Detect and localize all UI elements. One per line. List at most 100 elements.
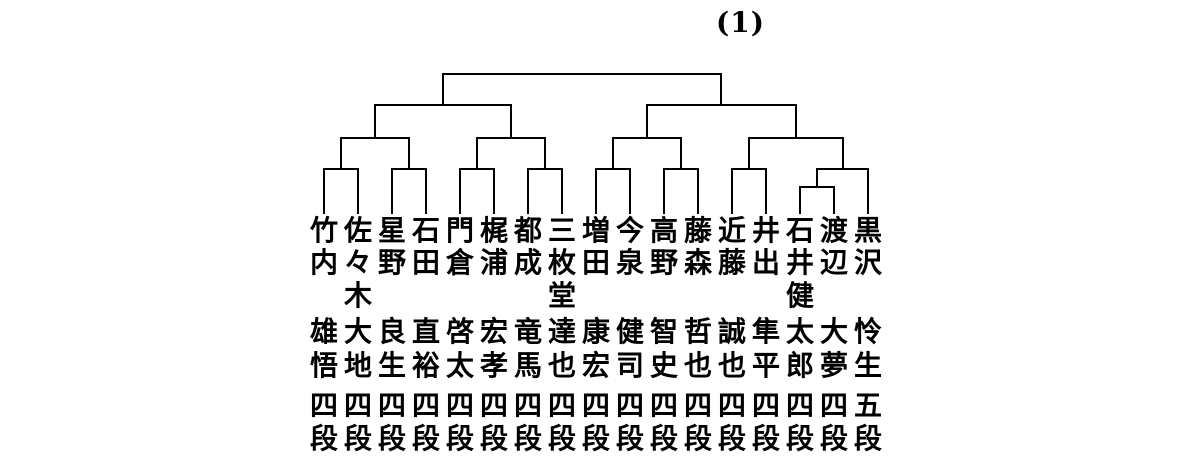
player-1-given-char: 雄 bbox=[309, 315, 338, 348]
player-3-surname-char: 野 bbox=[377, 246, 406, 279]
player-17-rank-char: 五 bbox=[853, 389, 882, 422]
player-6-surname-char: 浦 bbox=[479, 246, 508, 279]
bracket-line bbox=[493, 168, 495, 214]
player-15-surname-char: 井 bbox=[785, 246, 814, 279]
player-12-given-char: 哲 bbox=[683, 315, 712, 348]
player-13-surname-char: 藤 bbox=[717, 246, 746, 279]
player-3-given-char: 良 bbox=[377, 315, 406, 348]
player-2-surname-char: 佐 bbox=[343, 214, 372, 247]
bracket-line bbox=[391, 168, 393, 214]
player-12-given-char: 也 bbox=[683, 349, 712, 382]
player-11-surname-char: 野 bbox=[649, 246, 678, 279]
player-8-rank-char: 四 bbox=[547, 389, 576, 422]
player-10-rank-char: 段 bbox=[615, 422, 644, 455]
bracket-line bbox=[544, 137, 546, 170]
player-3-given-char: 生 bbox=[377, 349, 406, 382]
player-17-given-char: 生 bbox=[853, 349, 882, 382]
bracket-line bbox=[816, 168, 818, 188]
bracket-line bbox=[765, 168, 767, 214]
bracket-line bbox=[841, 137, 844, 170]
bracket-line bbox=[731, 168, 733, 214]
player-9-given-char: 宏 bbox=[581, 349, 610, 382]
player-14-surname-char: 井 bbox=[751, 214, 780, 247]
player-1-rank-char: 四 bbox=[309, 389, 338, 422]
player-10-given-char: 司 bbox=[615, 349, 644, 382]
player-1-surname-char: 内 bbox=[309, 246, 338, 279]
player-5-rank-char: 段 bbox=[445, 422, 474, 455]
player-13-given-char: 誠 bbox=[717, 315, 746, 348]
player-2-surname-char: 々 bbox=[343, 246, 372, 279]
player-11-rank-char: 段 bbox=[649, 422, 678, 455]
player-12-rank-char: 四 bbox=[683, 389, 712, 422]
bracket-line bbox=[595, 168, 597, 214]
player-2-rank-char: 段 bbox=[343, 422, 372, 455]
player-6-surname-char: 梶 bbox=[479, 214, 508, 247]
player-15-rank-char: 段 bbox=[785, 422, 814, 455]
player-10-surname-char: 今 bbox=[615, 214, 644, 247]
player-17-given-char: 怜 bbox=[853, 315, 882, 348]
player-16-rank-char: 四 bbox=[819, 389, 848, 422]
player-8-rank-char: 段 bbox=[547, 422, 576, 455]
player-1-surname-char: 竹 bbox=[309, 214, 338, 247]
player-3-rank-char: 段 bbox=[377, 422, 406, 455]
bracket-line bbox=[425, 168, 427, 214]
bracket-line bbox=[408, 137, 410, 170]
player-6-given-char: 宏 bbox=[479, 315, 508, 348]
player-15-rank-char: 四 bbox=[785, 389, 814, 422]
player-2-given-char: 地 bbox=[343, 349, 372, 382]
bracket-line bbox=[629, 168, 631, 214]
player-15-surname-char: 健 bbox=[785, 279, 814, 312]
player-8-surname-char: 枚 bbox=[547, 246, 576, 279]
player-8-given-char: 達 bbox=[547, 315, 576, 348]
player-10-surname-char: 泉 bbox=[615, 246, 644, 279]
bracket-line bbox=[442, 73, 444, 106]
player-7-rank-char: 段 bbox=[513, 422, 542, 455]
player-2-rank-char: 四 bbox=[343, 389, 372, 422]
bracket-line bbox=[697, 168, 699, 214]
player-13-rank-char: 四 bbox=[717, 389, 746, 422]
bracket-line bbox=[748, 137, 750, 170]
player-2-surname-char: 木 bbox=[343, 279, 372, 312]
player-5-rank-char: 四 bbox=[445, 389, 474, 422]
player-5-surname-char: 倉 bbox=[445, 246, 474, 279]
bracket-line bbox=[374, 104, 376, 139]
player-17-rank-char: 段 bbox=[853, 422, 882, 455]
player-2-given-char: 大 bbox=[343, 315, 372, 348]
player-7-surname-char: 成 bbox=[513, 246, 542, 279]
player-16-surname-char: 辺 bbox=[819, 246, 848, 279]
player-7-given-char: 馬 bbox=[513, 349, 542, 382]
player-5-surname-char: 門 bbox=[445, 214, 474, 247]
player-4-surname-char: 田 bbox=[411, 246, 440, 279]
bracket-line bbox=[323, 168, 325, 214]
player-7-given-char: 竜 bbox=[513, 315, 542, 348]
player-10-rank-char: 四 bbox=[615, 389, 644, 422]
bracket-line bbox=[867, 168, 869, 214]
player-15-given-char: 太 bbox=[785, 315, 814, 348]
player-16-rank-char: 段 bbox=[819, 422, 848, 455]
player-17-surname-char: 黒 bbox=[853, 214, 882, 247]
player-8-surname-char: 三 bbox=[547, 214, 576, 247]
player-7-surname-char: 都 bbox=[513, 214, 542, 247]
player-16-given-char: 夢 bbox=[819, 349, 848, 382]
player-6-rank-char: 四 bbox=[479, 389, 508, 422]
player-4-rank-char: 四 bbox=[411, 389, 440, 422]
player-11-surname-char: 高 bbox=[649, 214, 678, 247]
player-4-rank-char: 段 bbox=[411, 422, 440, 455]
player-14-given-char: 隼 bbox=[751, 315, 780, 348]
player-1-rank-char: 段 bbox=[309, 422, 338, 455]
bracket-line bbox=[799, 186, 801, 214]
player-1-given-char: 悟 bbox=[309, 349, 338, 382]
player-15-surname-char: 石 bbox=[785, 214, 814, 247]
player-17-surname-char: 沢 bbox=[853, 246, 882, 279]
player-9-surname-char: 増 bbox=[581, 214, 610, 247]
player-12-surname-char: 藤 bbox=[683, 214, 712, 247]
bracket-line bbox=[646, 104, 648, 139]
player-6-rank-char: 段 bbox=[479, 422, 508, 455]
player-4-given-char: 直 bbox=[411, 315, 440, 348]
player-5-given-char: 太 bbox=[445, 349, 474, 382]
player-13-rank-char: 段 bbox=[717, 422, 746, 455]
player-11-given-char: 智 bbox=[649, 315, 678, 348]
player-16-given-char: 大 bbox=[819, 315, 848, 348]
bracket-line bbox=[340, 137, 342, 170]
